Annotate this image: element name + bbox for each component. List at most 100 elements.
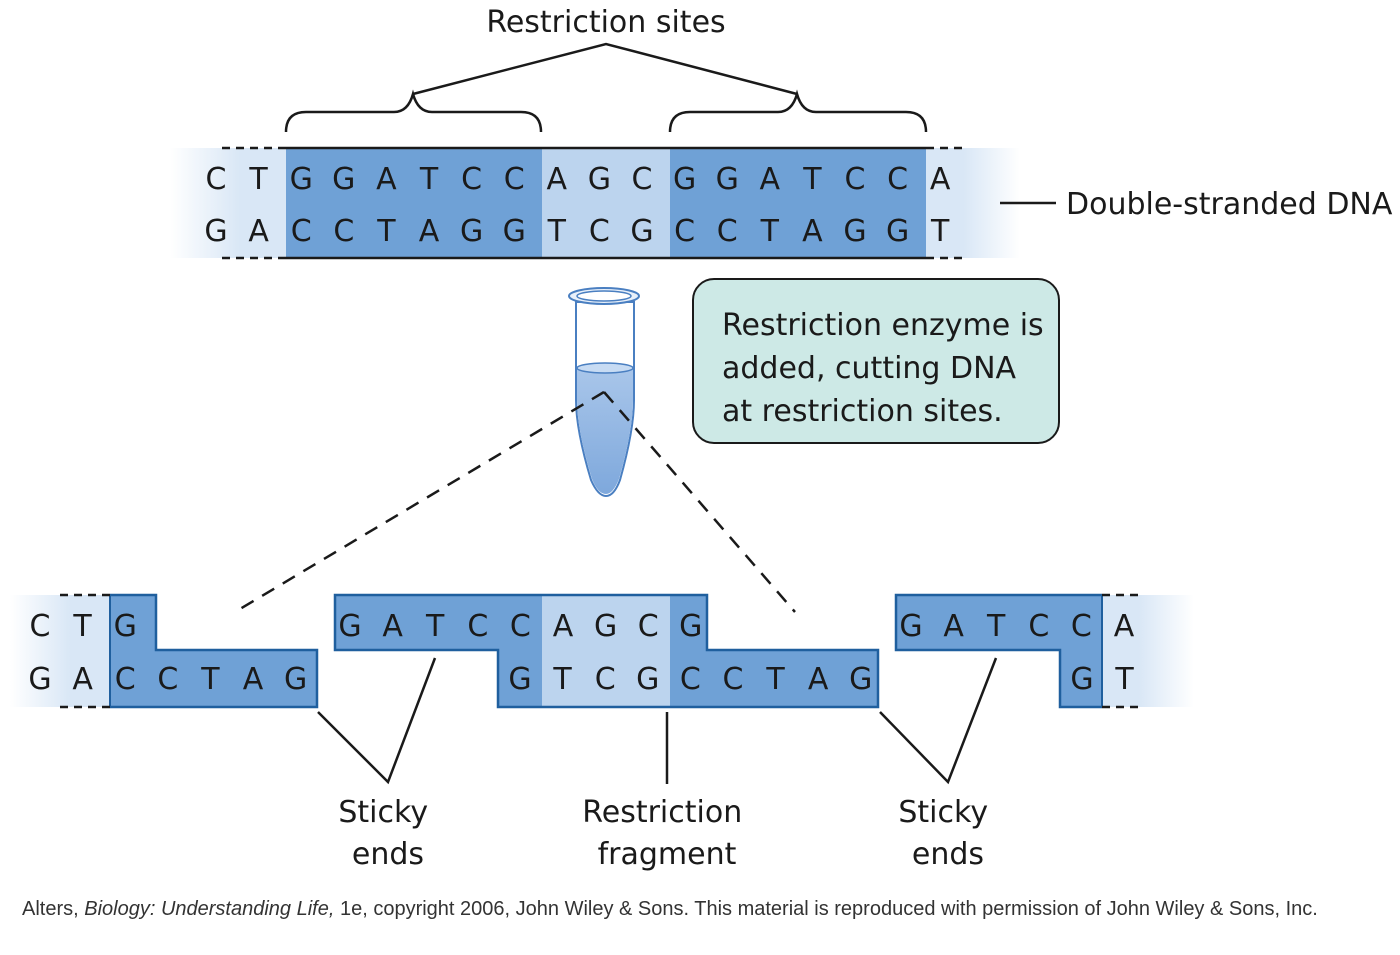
top-strand-base-12: G	[716, 162, 739, 197]
top-strand-base-10: C	[632, 162, 653, 197]
right-fragment-top-base-2: T	[986, 609, 1006, 644]
right-fragment-top-base-3: C	[1028, 609, 1049, 644]
restriction-sites-leader	[412, 42, 798, 96]
restriction-site-1	[286, 148, 542, 258]
middle-fragment-bottom-base-8: G	[849, 662, 872, 697]
restriction-sites-label: Restriction sites	[486, 5, 725, 40]
middle-fragment-bottom-base-1: T	[552, 662, 572, 697]
bottom-strand-base-3: C	[333, 214, 354, 249]
bottom-leaders	[317, 657, 998, 785]
dashed-zoom-right	[603, 391, 796, 613]
bottom-strand-base-17: T	[930, 214, 950, 249]
top-strand-base-16: C	[887, 162, 908, 197]
fragment-right	[894, 593, 1194, 709]
middle-fragment-bottom-base-2: C	[595, 662, 616, 697]
middle-fragment-top-base-1: A	[382, 609, 403, 644]
bottom-strand-base-7: G	[503, 214, 526, 249]
callout-line-1: Restriction enzyme is	[722, 308, 1044, 343]
middle-fragment-top-base-5: A	[553, 609, 574, 644]
right-fragment-bottom-base-0: G	[1070, 662, 1093, 697]
middle-fragment-top-base-8: G	[679, 609, 702, 644]
left-fragment-bottom-base-5: A	[243, 662, 264, 697]
left-fragment-bottom-base-0: G	[28, 662, 51, 697]
top-strand-base-5: T	[419, 162, 439, 197]
bottom-strand-base-9: C	[589, 214, 610, 249]
middle-fragment-top-base-4: C	[510, 609, 531, 644]
bottom-strand-base-4: T	[376, 214, 396, 249]
restriction-fragment	[333, 593, 880, 709]
top-strand-base-4: A	[376, 162, 397, 197]
credit-line: Alters, Biology: Understanding Life, 1e,…	[22, 896, 1382, 923]
left-fragment-top-base-0: C	[30, 609, 51, 644]
bottom-strand-base-0: G	[204, 214, 227, 249]
middle-fragment-top-base-2: T	[425, 609, 445, 644]
bottom-strand-base-2: C	[291, 214, 312, 249]
credit-before: Alters,	[22, 898, 85, 920]
top-strand-base-8: A	[547, 162, 568, 197]
middle-fragment-bottom-base-5: C	[723, 662, 744, 697]
top-strand-base-3: G	[332, 162, 355, 197]
dashed-zoom-left	[234, 390, 605, 614]
bottom-strand-base-6: G	[460, 214, 483, 249]
top-strand-base-7: C	[504, 162, 525, 197]
test-tube-icon	[568, 287, 640, 498]
left-fragment-bottom-base-2: C	[115, 662, 136, 697]
callout-line-2: added, cutting DNA	[722, 351, 1017, 386]
enzyme-callout: Restriction enzyme is added, cutting DNA…	[692, 278, 1060, 444]
restriction-fragment-label: Restriction fragment	[582, 795, 752, 872]
middle-fragment-top-base-6: G	[594, 609, 617, 644]
brace-site-1	[284, 89, 543, 133]
top-strand-base-11: G	[673, 162, 696, 197]
right-fragment-top-base-1: A	[943, 609, 964, 644]
right-fragment-top-base-5: A	[1114, 609, 1135, 644]
bottom-strand-base-10: G	[630, 214, 653, 249]
top-strand-base-0: C	[206, 162, 227, 197]
middle-fragment-bottom-base-0: G	[508, 662, 531, 697]
top-strand-base-1: T	[248, 162, 268, 197]
left-fragment-bottom-base-3: C	[157, 662, 178, 697]
middle-fragment-bottom-base-3: G	[636, 662, 659, 697]
dna-fade-left	[170, 148, 286, 258]
middle-fragment-bottom-base-6: T	[765, 662, 785, 697]
left-fragment-top-base-1: T	[72, 609, 92, 644]
bottom-strand-base-1: A	[248, 214, 269, 249]
middle-fragment-top-base-7: C	[638, 609, 659, 644]
bottom-strand-base-14: A	[802, 214, 823, 249]
sticky-ends-left-label: Sticky ends	[338, 795, 437, 872]
callout-line-3: at restriction sites.	[722, 394, 1003, 429]
bottom-strand-base-8: T	[547, 214, 567, 249]
bottom-strand-base-16: G	[886, 214, 909, 249]
left-fragment-top-base-2: G	[114, 609, 137, 644]
left-fragment-bottom-base-6: G	[284, 662, 307, 697]
top-strand-base-14: T	[802, 162, 822, 197]
bottom-strand-base-15: G	[843, 214, 866, 249]
brace-site-2	[668, 89, 928, 133]
restriction-sites-annotation: Restriction sites	[284, 5, 928, 133]
restriction-site-2	[670, 148, 926, 258]
double-stranded-dna-label: Double-stranded DNA	[1066, 187, 1393, 222]
left-fragment-bottom-base-1: A	[72, 662, 93, 697]
top-strand-base-13: A	[760, 162, 781, 197]
right-fragment-top-base-4: C	[1071, 609, 1092, 644]
top-strand-base-6: C	[461, 162, 482, 197]
right-fragment-top-base-0: G	[899, 609, 922, 644]
top-strand-base-15: C	[845, 162, 866, 197]
bottom-strand-base-5: A	[419, 214, 440, 249]
middle-fragment-bottom-base-7: A	[808, 662, 829, 697]
fragment-left	[10, 593, 319, 709]
credit-book-title: Biology: Understanding Life,	[84, 898, 335, 920]
double-stranded-dna-annotation: Double-stranded DNA	[1000, 187, 1393, 222]
credit-after: 1e, copyright 2006, John Wiley & Sons. T…	[334, 898, 1318, 920]
right-fragment-bottom-base-1: T	[1114, 662, 1134, 697]
top-strand-base-9: G	[588, 162, 611, 197]
middle-fragment-top-base-3: C	[467, 609, 488, 644]
bottom-strand-base-12: C	[717, 214, 738, 249]
left-fragment-bottom-base-4: T	[200, 662, 220, 697]
top-strand-base-2: G	[290, 162, 313, 197]
middle-fragment-top-base-0: G	[338, 609, 361, 644]
middle-fragment-bottom-base-4: C	[680, 662, 701, 697]
